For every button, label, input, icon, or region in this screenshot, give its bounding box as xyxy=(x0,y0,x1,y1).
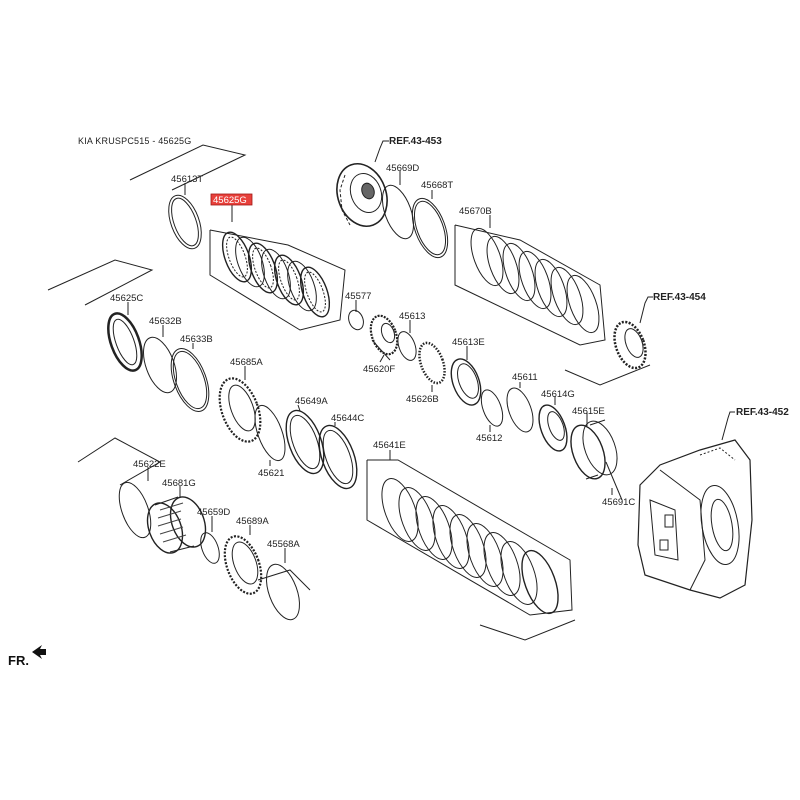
label-45644c: 45644C xyxy=(331,413,364,424)
bracket-45654-lower xyxy=(257,569,311,591)
ring-45577 xyxy=(348,309,364,331)
label-45615e: 45615E xyxy=(572,406,605,417)
label-45689a: 45689A xyxy=(236,516,269,527)
plate-45644c xyxy=(318,424,358,490)
plate-stack-45670b xyxy=(470,227,600,334)
label-45612: 45612 xyxy=(476,433,502,444)
cylinder-45615e xyxy=(570,419,618,480)
bracket-45641e xyxy=(366,459,573,616)
ring-45668t xyxy=(411,197,449,259)
label-45685a: 45685A xyxy=(230,357,263,368)
ring-gear-45689a xyxy=(223,535,263,595)
ring-45622e xyxy=(118,481,152,539)
gear-ref-43-454 xyxy=(613,320,647,370)
label-45620f: 45620F xyxy=(363,364,395,375)
diagram-caption: KIA KRUSPC515 - 45625G xyxy=(78,136,192,146)
ring-45612 xyxy=(480,389,504,427)
bracket-45641e-lower xyxy=(479,619,576,641)
label-45568a: 45568A xyxy=(267,539,300,550)
label-45632b: 45632B xyxy=(149,316,182,327)
highlight-box-45625g xyxy=(210,193,253,206)
transmission-case-ref-43-452 xyxy=(637,439,753,599)
label-45641e: 45641E xyxy=(373,440,406,451)
bracket-454-bottom xyxy=(564,364,651,386)
label-45691c: 45691C xyxy=(602,497,635,508)
snap-ring-45659d xyxy=(200,532,220,564)
ring-45633b xyxy=(170,348,210,412)
sprag-45626b xyxy=(418,341,446,385)
pin-45691c xyxy=(605,461,623,501)
clutch-stack-45641e xyxy=(381,478,559,615)
bracket-45613t xyxy=(129,144,247,191)
ref-43-454[interactable]: REF.43-454 xyxy=(653,292,706,303)
label-45681g: 45681G xyxy=(162,478,196,489)
ring-45669d xyxy=(381,184,415,240)
label-45613e: 45613E xyxy=(452,337,485,348)
bracket-45670b xyxy=(454,224,606,346)
ring-45632b xyxy=(143,336,177,394)
label-45626b: 45626B xyxy=(406,394,439,405)
label-45614g: 45614G xyxy=(541,389,575,400)
label-45611: 45611 xyxy=(512,372,538,383)
snap-ring-45613t xyxy=(168,194,202,250)
label-45622e: 45622E xyxy=(133,459,166,470)
bracket-45625g xyxy=(209,229,346,331)
label-45668t: 45668T xyxy=(421,180,453,191)
label-45621: 45621 xyxy=(258,468,284,479)
bracket-45625c xyxy=(47,259,154,306)
clutch-disc-set-45625g xyxy=(221,231,331,318)
ring-45611 xyxy=(506,387,534,433)
ring-45568a xyxy=(266,563,300,621)
pump-assembly-ref-43-453 xyxy=(336,163,388,227)
label-45625g[interactable]: 45625G xyxy=(213,195,247,206)
label-45577: 45577 xyxy=(345,291,371,302)
piston-45614g xyxy=(538,404,568,452)
front-direction-label: FR. xyxy=(8,653,29,668)
label-45670b: 45670B xyxy=(459,206,492,217)
hub-45620f xyxy=(369,314,399,361)
label-45633b: 45633B xyxy=(180,334,213,345)
label-45625c: 45625C xyxy=(110,293,143,304)
drum-45681g xyxy=(146,496,207,554)
bracket-45622e xyxy=(77,437,162,486)
plate-45685a xyxy=(218,377,262,443)
ref-43-452[interactable]: REF.43-452 xyxy=(736,407,789,418)
front-direction-arrow-icon xyxy=(32,645,46,659)
label-45669d: 45669D xyxy=(386,163,419,174)
label-45659d: 45659D xyxy=(197,507,230,518)
ref-43-453[interactable]: REF.43-453 xyxy=(389,136,442,147)
label-45613t: 45613T xyxy=(171,174,203,185)
label-45613: 45613 xyxy=(399,311,425,322)
ring-45621 xyxy=(254,404,286,462)
ring-45613 xyxy=(397,331,417,361)
race-45613e xyxy=(450,358,482,406)
label-45649a: 45649A xyxy=(295,396,328,407)
retainer-45625c xyxy=(107,312,143,372)
